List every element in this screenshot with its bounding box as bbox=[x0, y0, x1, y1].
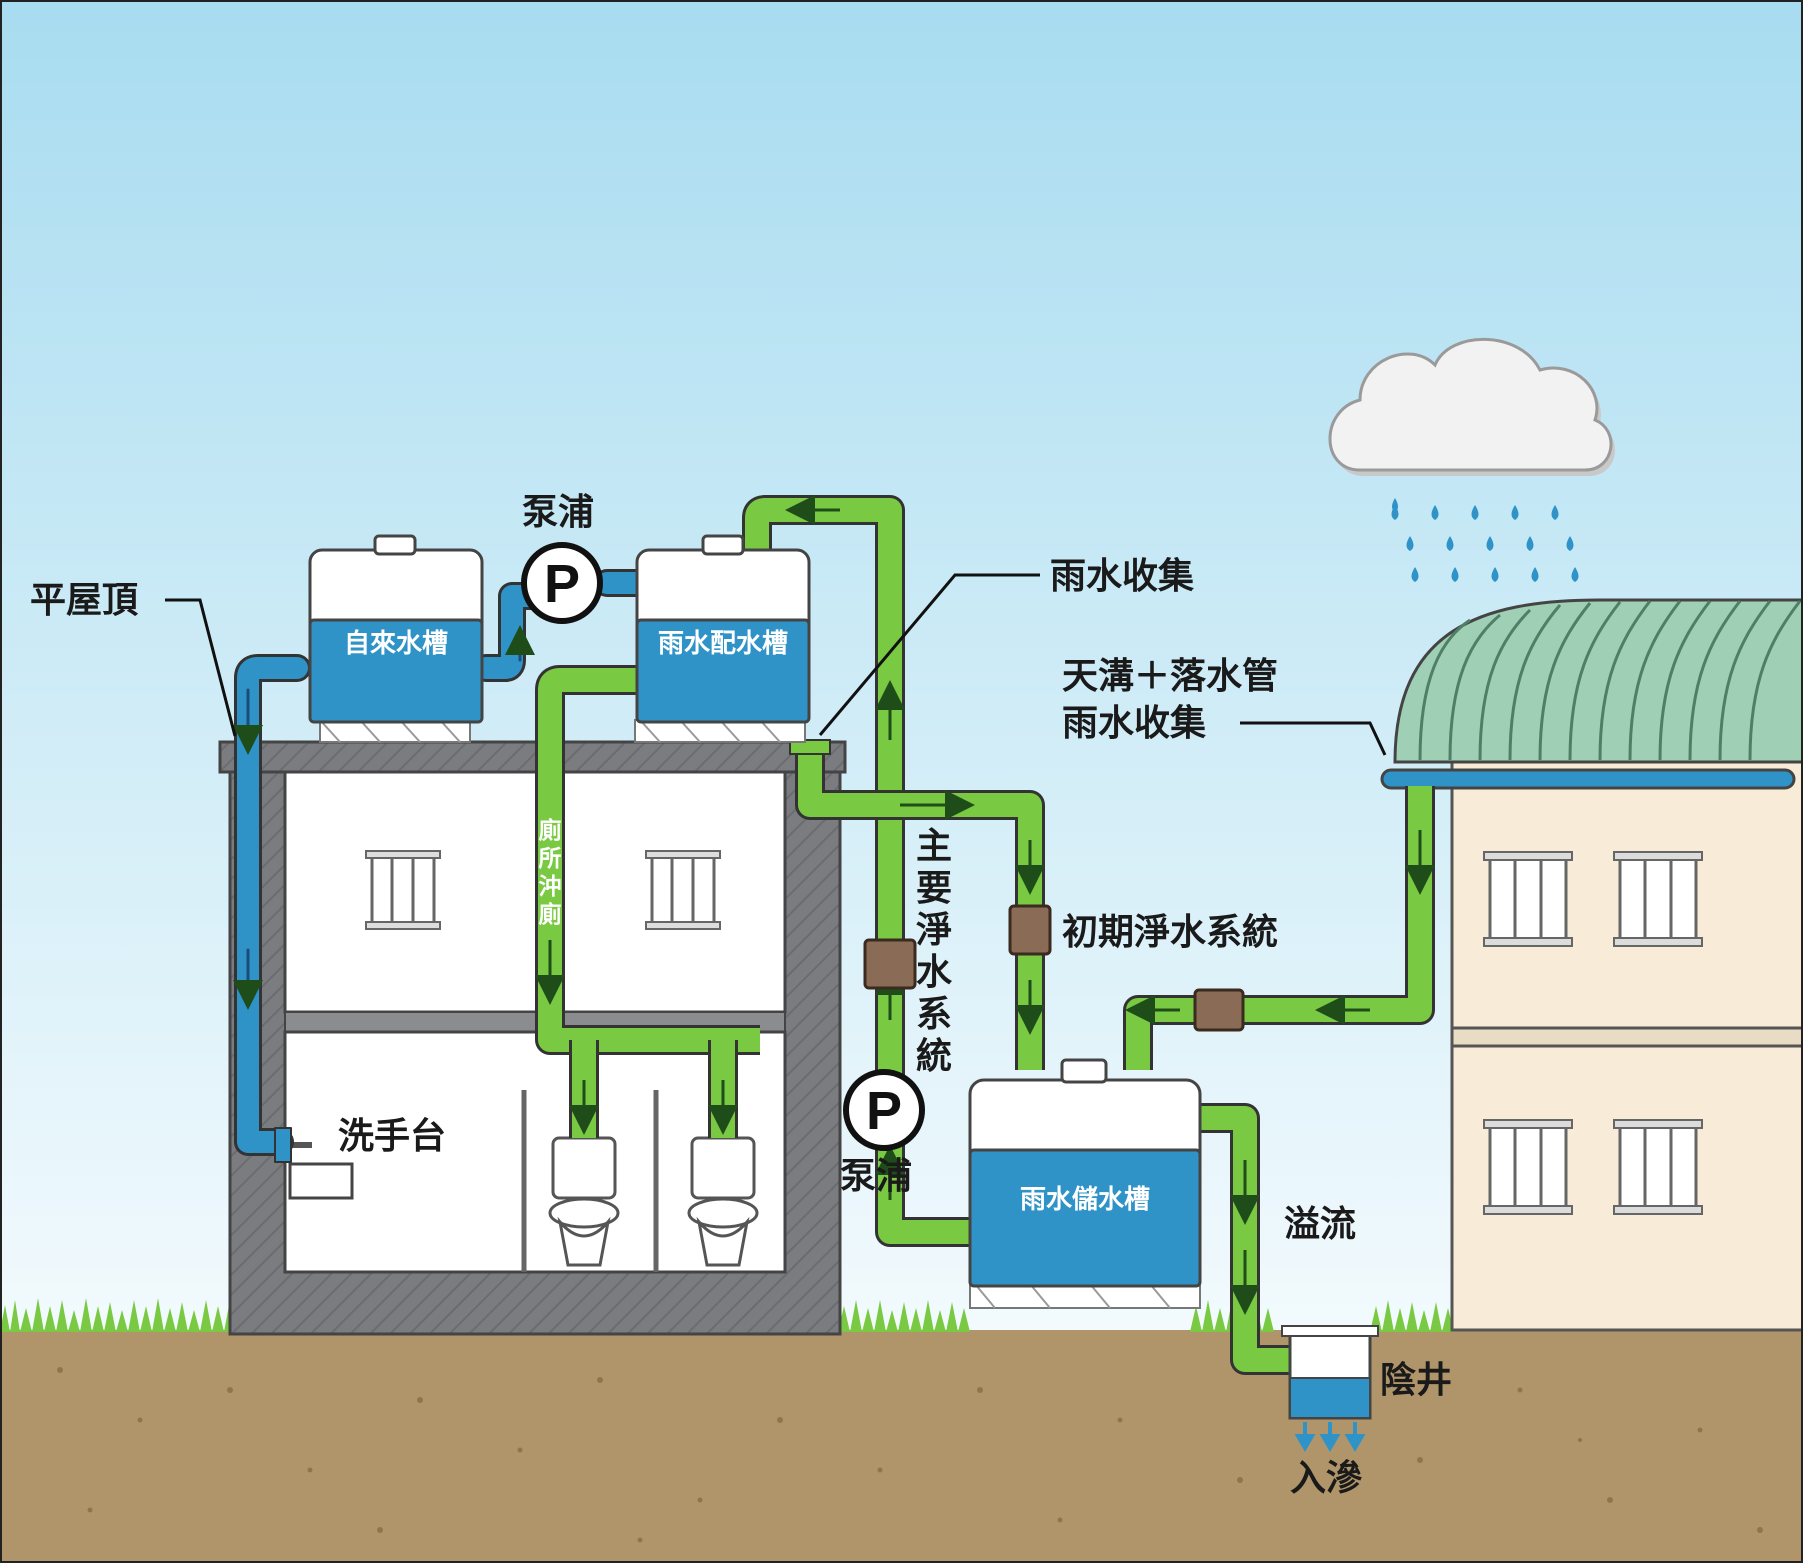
svg-text:淨: 淨 bbox=[916, 909, 952, 950]
toilet-flush-label: 廁 所 沖 廁 bbox=[539, 817, 562, 927]
svg-text:廁: 廁 bbox=[539, 817, 562, 843]
rain-storage-tank bbox=[968, 1058, 1202, 1309]
svg-text:主: 主 bbox=[916, 825, 952, 866]
raindrop-icon bbox=[1511, 505, 1519, 520]
manhole-label: 陰井 bbox=[1380, 1359, 1452, 1400]
main-purification-label: 主 要 淨 水 系 統 bbox=[916, 825, 953, 1076]
raindrop-icon bbox=[1391, 505, 1399, 520]
pump-bottom-label: 泵浦 bbox=[840, 1155, 912, 1196]
overflow-label: 溢流 bbox=[1284, 1203, 1356, 1244]
gutter-label-line2: 雨水收集 bbox=[1062, 702, 1206, 743]
roof-drain bbox=[789, 739, 831, 755]
raindrop-icon bbox=[1566, 536, 1574, 551]
svg-text:水: 水 bbox=[916, 951, 953, 992]
raindrop-icon bbox=[1406, 536, 1414, 551]
leader-lines bbox=[165, 573, 1387, 756]
raindrop-icon bbox=[1431, 505, 1439, 520]
raindrop-icon bbox=[1571, 567, 1579, 582]
rain-distribution-tank bbox=[634, 534, 811, 743]
house-roof bbox=[1393, 598, 1803, 764]
raindrop-icon bbox=[1486, 536, 1494, 551]
house bbox=[1380, 598, 1803, 1332]
window-icon bbox=[365, 850, 721, 930]
svg-text:廁: 廁 bbox=[539, 901, 562, 927]
initial-purification-label: 初期淨水系統 bbox=[1062, 911, 1278, 952]
raindrop-icon bbox=[1531, 567, 1539, 582]
pump-top-label: 泵浦 bbox=[522, 491, 594, 532]
gutter-label-line1: 天溝＋落水管 bbox=[1062, 655, 1278, 696]
tap-water-tank bbox=[308, 534, 484, 743]
manhole bbox=[1281, 1325, 1379, 1452]
pump-symbol: P bbox=[544, 554, 580, 614]
wash-basin-counter bbox=[288, 1162, 354, 1200]
flat-roof-label: 平屋頂 bbox=[30, 579, 139, 620]
rain-distribution-tank-label: 雨水配水槽 bbox=[658, 628, 788, 658]
tap-water-pipe bbox=[233, 569, 649, 1163]
pump-icon-top: P bbox=[521, 542, 603, 624]
raindrop-icon bbox=[1411, 567, 1419, 582]
svg-text:沖: 沖 bbox=[539, 873, 562, 899]
toilet-icon bbox=[548, 1136, 759, 1267]
cloud-icon bbox=[1328, 337, 1616, 476]
svg-text:要: 要 bbox=[916, 867, 952, 908]
raindrop-icon bbox=[1451, 567, 1459, 582]
svg-text:系: 系 bbox=[916, 993, 952, 1034]
raindrop-icon bbox=[1526, 536, 1534, 551]
window-icon bbox=[1488, 854, 1698, 1212]
pump-symbol: P bbox=[866, 1081, 902, 1141]
raindrop-icon bbox=[1551, 505, 1559, 520]
infiltration-label: 入滲 bbox=[1290, 1457, 1362, 1498]
rain-storage-tank-label: 雨水儲水槽 bbox=[1020, 1184, 1150, 1214]
raindrop-icon bbox=[1471, 505, 1479, 520]
svg-text:所: 所 bbox=[539, 845, 562, 871]
tap-water-tank-label: 自來水槽 bbox=[344, 628, 448, 658]
svg-text:統: 統 bbox=[916, 1035, 952, 1076]
wash-basin-label: 洗手台 bbox=[338, 1115, 446, 1156]
rain-collection-label: 雨水收集 bbox=[1050, 555, 1194, 596]
raindrop-icon bbox=[1491, 567, 1499, 582]
pump-icon-bottom: P bbox=[843, 1069, 925, 1151]
ground bbox=[0, 1330, 1803, 1563]
raindrop-icon bbox=[1446, 536, 1454, 551]
flow-arrow-icon bbox=[535, 495, 1435, 1315]
raindrops bbox=[1391, 505, 1579, 582]
filter bbox=[863, 904, 1245, 1032]
gutter bbox=[1380, 768, 1796, 790]
